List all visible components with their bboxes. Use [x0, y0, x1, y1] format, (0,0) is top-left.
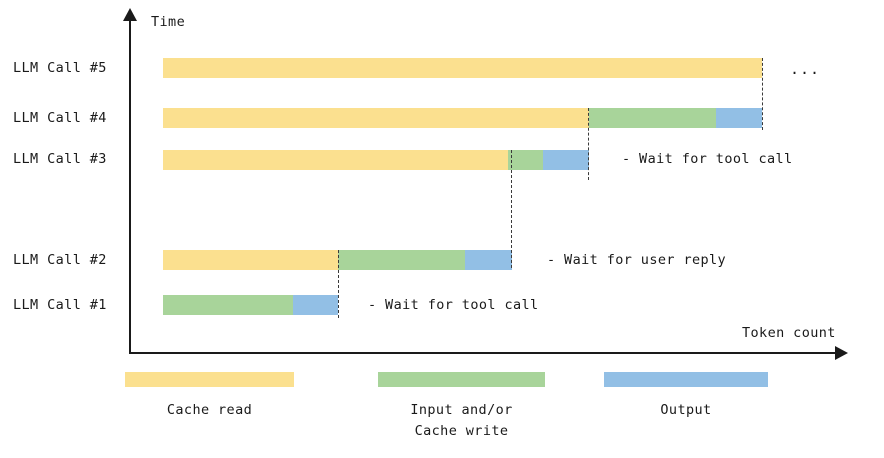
legend-swatch-output [604, 372, 768, 387]
x-axis-line [129, 352, 839, 354]
connector-call-3-to-call-4 [588, 108, 589, 180]
connector-call-4-to-call-5 [762, 58, 763, 130]
legend-label-input-cache-write-line1: Input and/or [410, 402, 513, 418]
annotation-wait-for-tool-call-top: - Wait for tool call [622, 151, 793, 167]
connector-call-1-to-call-2 [338, 250, 339, 318]
ellipsis-annotation: ... [790, 60, 821, 78]
legend-label-output: Output [660, 402, 712, 418]
bar-segment-input-call-1 [163, 295, 293, 315]
bar-segment-output-call-4 [716, 108, 762, 128]
annotation-wait-for-user-reply: - Wait for user reply [547, 252, 727, 268]
bar-segment-output-call-3 [543, 150, 589, 170]
row-label-llm-call-3: LLM Call #3 [13, 151, 107, 167]
legend-label-cache-read: Cache read [166, 402, 253, 418]
bar-segment-input-call-4 [589, 108, 716, 128]
y-axis-line [129, 18, 131, 354]
bar-segment-output-call-1 [293, 295, 338, 315]
bar-segment-input-call-2 [338, 250, 465, 270]
row-label-llm-call-2: LLM Call #2 [13, 252, 107, 268]
bar-segment-cache-read-call-4 [163, 108, 589, 128]
y-axis-label: Time [151, 14, 186, 30]
bar-segment-cache-read-call-3 [163, 150, 508, 170]
row-label-llm-call-5: LLM Call #5 [13, 60, 107, 76]
row-label-llm-call-1: LLM Call #1 [13, 297, 107, 313]
y-axis-arrow-icon [123, 8, 137, 21]
bar-segment-cache-read-call-5 [163, 58, 762, 78]
connector-call-2-to-call-3 [511, 150, 512, 268]
x-axis-arrow-icon [835, 346, 848, 360]
annotation-wait-for-tool-call-bottom: - Wait for tool call [368, 297, 539, 313]
row-label-llm-call-4: LLM Call #4 [13, 110, 107, 126]
bar-segment-output-call-2 [465, 250, 512, 270]
legend-swatch-cache-read [125, 372, 294, 387]
legend-swatch-input-cache-write [378, 372, 545, 387]
bar-segment-cache-read-call-2 [163, 250, 338, 270]
bar-segment-input-call-3 [508, 150, 543, 170]
legend-label-input-cache-write-line2: Cache write [414, 423, 509, 439]
x-axis-label: Token count [742, 325, 836, 341]
